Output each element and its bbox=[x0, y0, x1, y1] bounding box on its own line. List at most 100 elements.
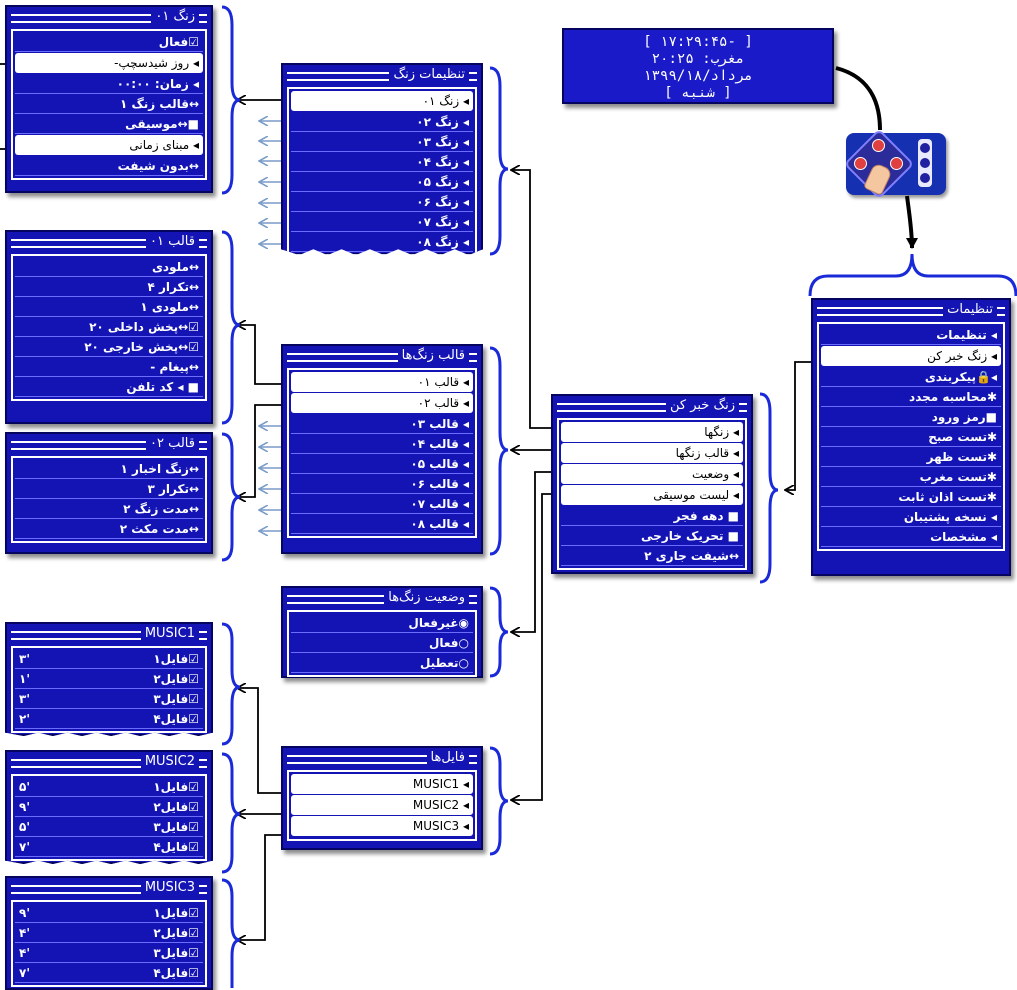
menu-item[interactable]: ◂ زنگ ۰۱ bbox=[291, 91, 473, 111]
up-key-icon[interactable] bbox=[872, 139, 885, 152]
menu-item[interactable]: ↔قالب زنگ ۱ bbox=[15, 94, 203, 114]
file-duration: ۳' bbox=[19, 692, 30, 706]
menu-item[interactable]: ■رمز ورود bbox=[821, 407, 1001, 427]
menu-item[interactable]: ✱تست صبح bbox=[821, 427, 1001, 447]
menu-item[interactable]: ◂ MUSIC2 bbox=[291, 795, 473, 815]
menu-item[interactable]: ↔مدت زنگ ۲ bbox=[15, 499, 203, 519]
brace-alarm bbox=[759, 392, 779, 584]
menu-item[interactable]: ◂ قالب ۰۴ bbox=[291, 434, 473, 454]
menu-item[interactable]: ◂ روز شیدسچپ- bbox=[15, 53, 203, 73]
menu-item[interactable]: ↔ملودی bbox=[15, 257, 203, 277]
menu-item[interactable]: ◂ لیست موسیقی bbox=[561, 485, 743, 505]
menu-item[interactable]: ◂ زنگ ۰۲ bbox=[291, 112, 473, 132]
file-duration: ۵' bbox=[19, 780, 30, 794]
menu-item[interactable]: ◂ زنگ ۰۴ bbox=[291, 152, 473, 172]
menu-item[interactable]: ☑فعال bbox=[15, 32, 203, 52]
menu-item[interactable]: ◂ MUSIC1 bbox=[291, 774, 473, 794]
menu-item[interactable]: ■↔موسیقی bbox=[15, 114, 203, 134]
file-name: ☑فایل۳ bbox=[153, 820, 199, 834]
lcd-line-date: ۱۳۹۹/مرداد/۱۸ bbox=[643, 68, 753, 84]
menu-item[interactable]: ◂ زنگ ۰۳ bbox=[291, 132, 473, 152]
menu-item[interactable]: ◂ زنگ ۰۶ bbox=[291, 192, 473, 212]
menu-item[interactable]: ◂ زنگ خبر کن bbox=[821, 346, 1001, 366]
music-file-row[interactable]: ☑فایل۲ ۱' bbox=[15, 669, 203, 689]
menu-item[interactable]: ◂ MUSIC3 bbox=[291, 816, 473, 836]
music-file-row[interactable]: ☑فایل۱ ۵' bbox=[15, 777, 203, 797]
template01-menu: قالب ۰۱ ↔ملودی↔تکرار ۴↔ملودی ۱☑↔پخش داخل… bbox=[5, 230, 213, 424]
menu-item[interactable]: ◂ زنگ ۰۷ bbox=[291, 212, 473, 232]
menu-item[interactable]: ◂ مشخصات bbox=[821, 527, 1001, 547]
brace-music3 bbox=[221, 878, 241, 988]
menu-item[interactable]: ↔پیغام - bbox=[15, 357, 203, 377]
menu-item[interactable]: ◂ زنگها bbox=[561, 422, 743, 442]
menu-item[interactable]: ✱تست اذان ثابت bbox=[821, 487, 1001, 507]
file-duration: ۳' bbox=[19, 652, 30, 666]
side-key-up-icon[interactable] bbox=[920, 143, 930, 153]
menu-item[interactable]: ↔ملودی ۱ bbox=[15, 297, 203, 317]
menu-item[interactable]: ✱محاسبه مجدد bbox=[821, 387, 1001, 407]
menu-item[interactable]: ◂ زنگ ۰۸ bbox=[291, 232, 473, 252]
menu-item[interactable]: ↔زنگ اخبار ۱ bbox=[15, 459, 203, 479]
file-name: ☑فایل۳ bbox=[153, 946, 199, 960]
menu-item[interactable]: ☑↔پخش داخلی ۲۰ bbox=[15, 317, 203, 337]
music-file-row[interactable]: ☑فایل۲ ۹' bbox=[15, 797, 203, 817]
menu-item[interactable]: ◂ قالب ۰۵ bbox=[291, 454, 473, 474]
menu-item[interactable]: ■ ◂ کد تلفن bbox=[15, 377, 203, 397]
side-key-ok-icon[interactable] bbox=[920, 158, 930, 168]
menu-item[interactable]: ◂ قالب ۰۷ bbox=[291, 494, 473, 514]
menu-item[interactable]: ◂ زنگ ۰۵ bbox=[291, 172, 473, 192]
menu-item[interactable]: ☑↔پخش خارجی ۲۰ bbox=[15, 337, 203, 357]
menu-item[interactable]: ✱تست ظهر bbox=[821, 447, 1001, 467]
side-keys-icon bbox=[918, 139, 932, 187]
menu-item[interactable]: ○تعطیل bbox=[291, 653, 473, 673]
menu-item[interactable]: ↔مدت مکث ۲ bbox=[15, 519, 203, 539]
file-duration: ۲' bbox=[19, 712, 30, 726]
right-key-icon[interactable] bbox=[890, 157, 903, 170]
file-name: ☑فایل۱ bbox=[153, 780, 199, 794]
lcd-line-maghrib: ۲۰:۲۵ :مغرب bbox=[651, 51, 745, 67]
left-key-icon[interactable] bbox=[854, 157, 867, 170]
menu-item[interactable]: ◂ تنظیمات bbox=[821, 325, 1001, 345]
file-duration: ۱' bbox=[19, 672, 30, 686]
menu-item[interactable]: ◂ قالب زنگها bbox=[561, 443, 743, 463]
menu-item[interactable]: ◂ قالب ۰۶ bbox=[291, 474, 473, 494]
menu-item[interactable]: ↔تکرار ۴ bbox=[15, 277, 203, 297]
menu-item[interactable]: ↔شیفت جاری ۲ bbox=[561, 546, 743, 566]
menu-item[interactable]: ◂ نسخه پشتیبان bbox=[821, 507, 1001, 527]
menu-item[interactable]: ◂ قالب ۰۳ bbox=[291, 414, 473, 434]
menu-item[interactable]: ◂ زمان: ۰۰:۰۰ bbox=[15, 74, 203, 94]
menu-item[interactable]: ↔بدون شیفت bbox=[15, 156, 203, 176]
menu-item[interactable]: ◂ قالب ۰۱ bbox=[291, 372, 473, 392]
alarm-title: زنگ خبر کن bbox=[557, 397, 747, 415]
file-name: ☑فایل۲ bbox=[153, 800, 199, 814]
music2-title: MUSIC2 bbox=[11, 753, 207, 771]
menu-item[interactable]: ◉غیرفعال bbox=[291, 613, 473, 633]
settings-menu: تنظیمات ◂ تنظیمات◂ زنگ خبر کن◂🔒پیکربندی✱… bbox=[811, 298, 1011, 576]
menu-item[interactable]: ↔تکرار ۳ bbox=[15, 479, 203, 499]
menu-item[interactable]: ■ دهه فجر bbox=[561, 506, 743, 526]
menu-item[interactable]: ◂ وضعیت bbox=[561, 464, 743, 484]
lcd-line-time: [ ۱۷:۲۹:۴۵- ] bbox=[643, 34, 753, 50]
menu-item[interactable]: ◂ قالب ۰۲ bbox=[291, 393, 473, 413]
menu-item[interactable]: ◂ مبنای زمانی bbox=[15, 135, 203, 155]
menu-item[interactable]: ○فعال bbox=[291, 633, 473, 653]
menu-item[interactable]: ◂ قالب ۰۸ bbox=[291, 514, 473, 534]
music-file-row[interactable]: ☑فایل۴ ۲' bbox=[15, 709, 203, 729]
menu-item[interactable]: ✱تست مغرب bbox=[821, 467, 1001, 487]
file-name: ☑فایل۴ bbox=[153, 712, 199, 726]
menu-item[interactable]: ■ تحریک خارجی bbox=[561, 526, 743, 546]
file-name: ☑فایل۲ bbox=[153, 672, 199, 686]
menu-item[interactable]: ◂🔒پیکربندی bbox=[821, 367, 1001, 387]
side-key-down-icon[interactable] bbox=[920, 173, 930, 183]
file-duration: ۹' bbox=[19, 800, 30, 814]
